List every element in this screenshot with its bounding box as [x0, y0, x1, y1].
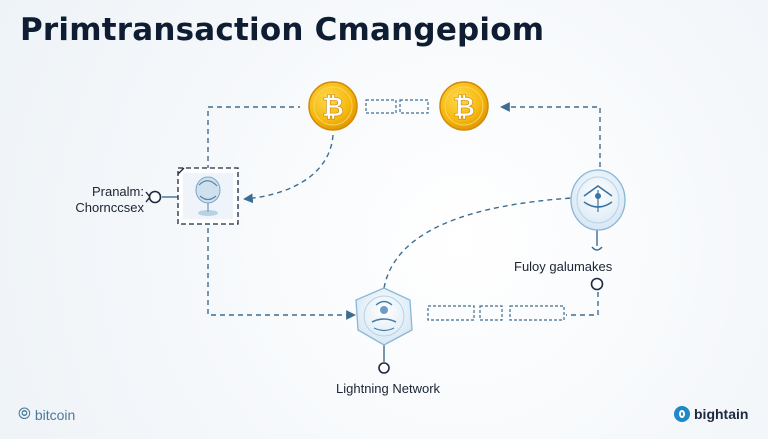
exchange-stem-tip [591, 246, 603, 251]
bitcoin-brand-text: bitcoin [34, 407, 76, 423]
exchange-label: Fuloy galumakes [514, 259, 613, 274]
coin-symbol: ₿ [322, 92, 344, 123]
transfer-box-1 [365, 99, 397, 114]
wallet-label-line2: Chorncсsex [75, 200, 144, 215]
connector-right-bottom [566, 292, 599, 316]
channel-box-3 [509, 305, 565, 321]
connector-left-top [207, 106, 300, 170]
channel-box-1 [427, 305, 475, 321]
page-title: Primtransaction Cmangepiom [20, 12, 545, 48]
connector-right-top [500, 102, 601, 167]
lightning-label: Lightning Network [336, 381, 441, 396]
bitcoin-coin-icon: ₿ [308, 81, 358, 131]
bightain-logo-icon [674, 406, 690, 422]
bitcoin-coin-icon: ₿ [439, 81, 489, 131]
wallet-node-icon [177, 167, 239, 225]
connector-coin-to-wallet [243, 134, 334, 204]
exchange-node-icon [570, 169, 626, 231]
wallet-label-line1: Pranalm: [91, 184, 144, 199]
bitcoin-brand: ⦾ bitcoin [18, 406, 75, 424]
channel-box-2 [479, 305, 503, 321]
connector-left-bottom [207, 228, 356, 320]
bightain-brand-text: bightain [694, 406, 749, 422]
bightain-brand: bightain [674, 406, 748, 422]
wallet-label: Pranalm: Chorncсsex [52, 184, 144, 216]
right-port-circle [590, 277, 604, 291]
left-port-circle [148, 190, 162, 204]
connector-lightning-to-exchange [383, 197, 573, 289]
lightning-node-icon [355, 287, 413, 346]
coin-symbol: ₿ [453, 92, 475, 123]
bitcoin-logo-icon: ⦾ [18, 406, 31, 423]
transfer-box-2 [399, 99, 429, 114]
lightning-port-circle [378, 362, 390, 374]
